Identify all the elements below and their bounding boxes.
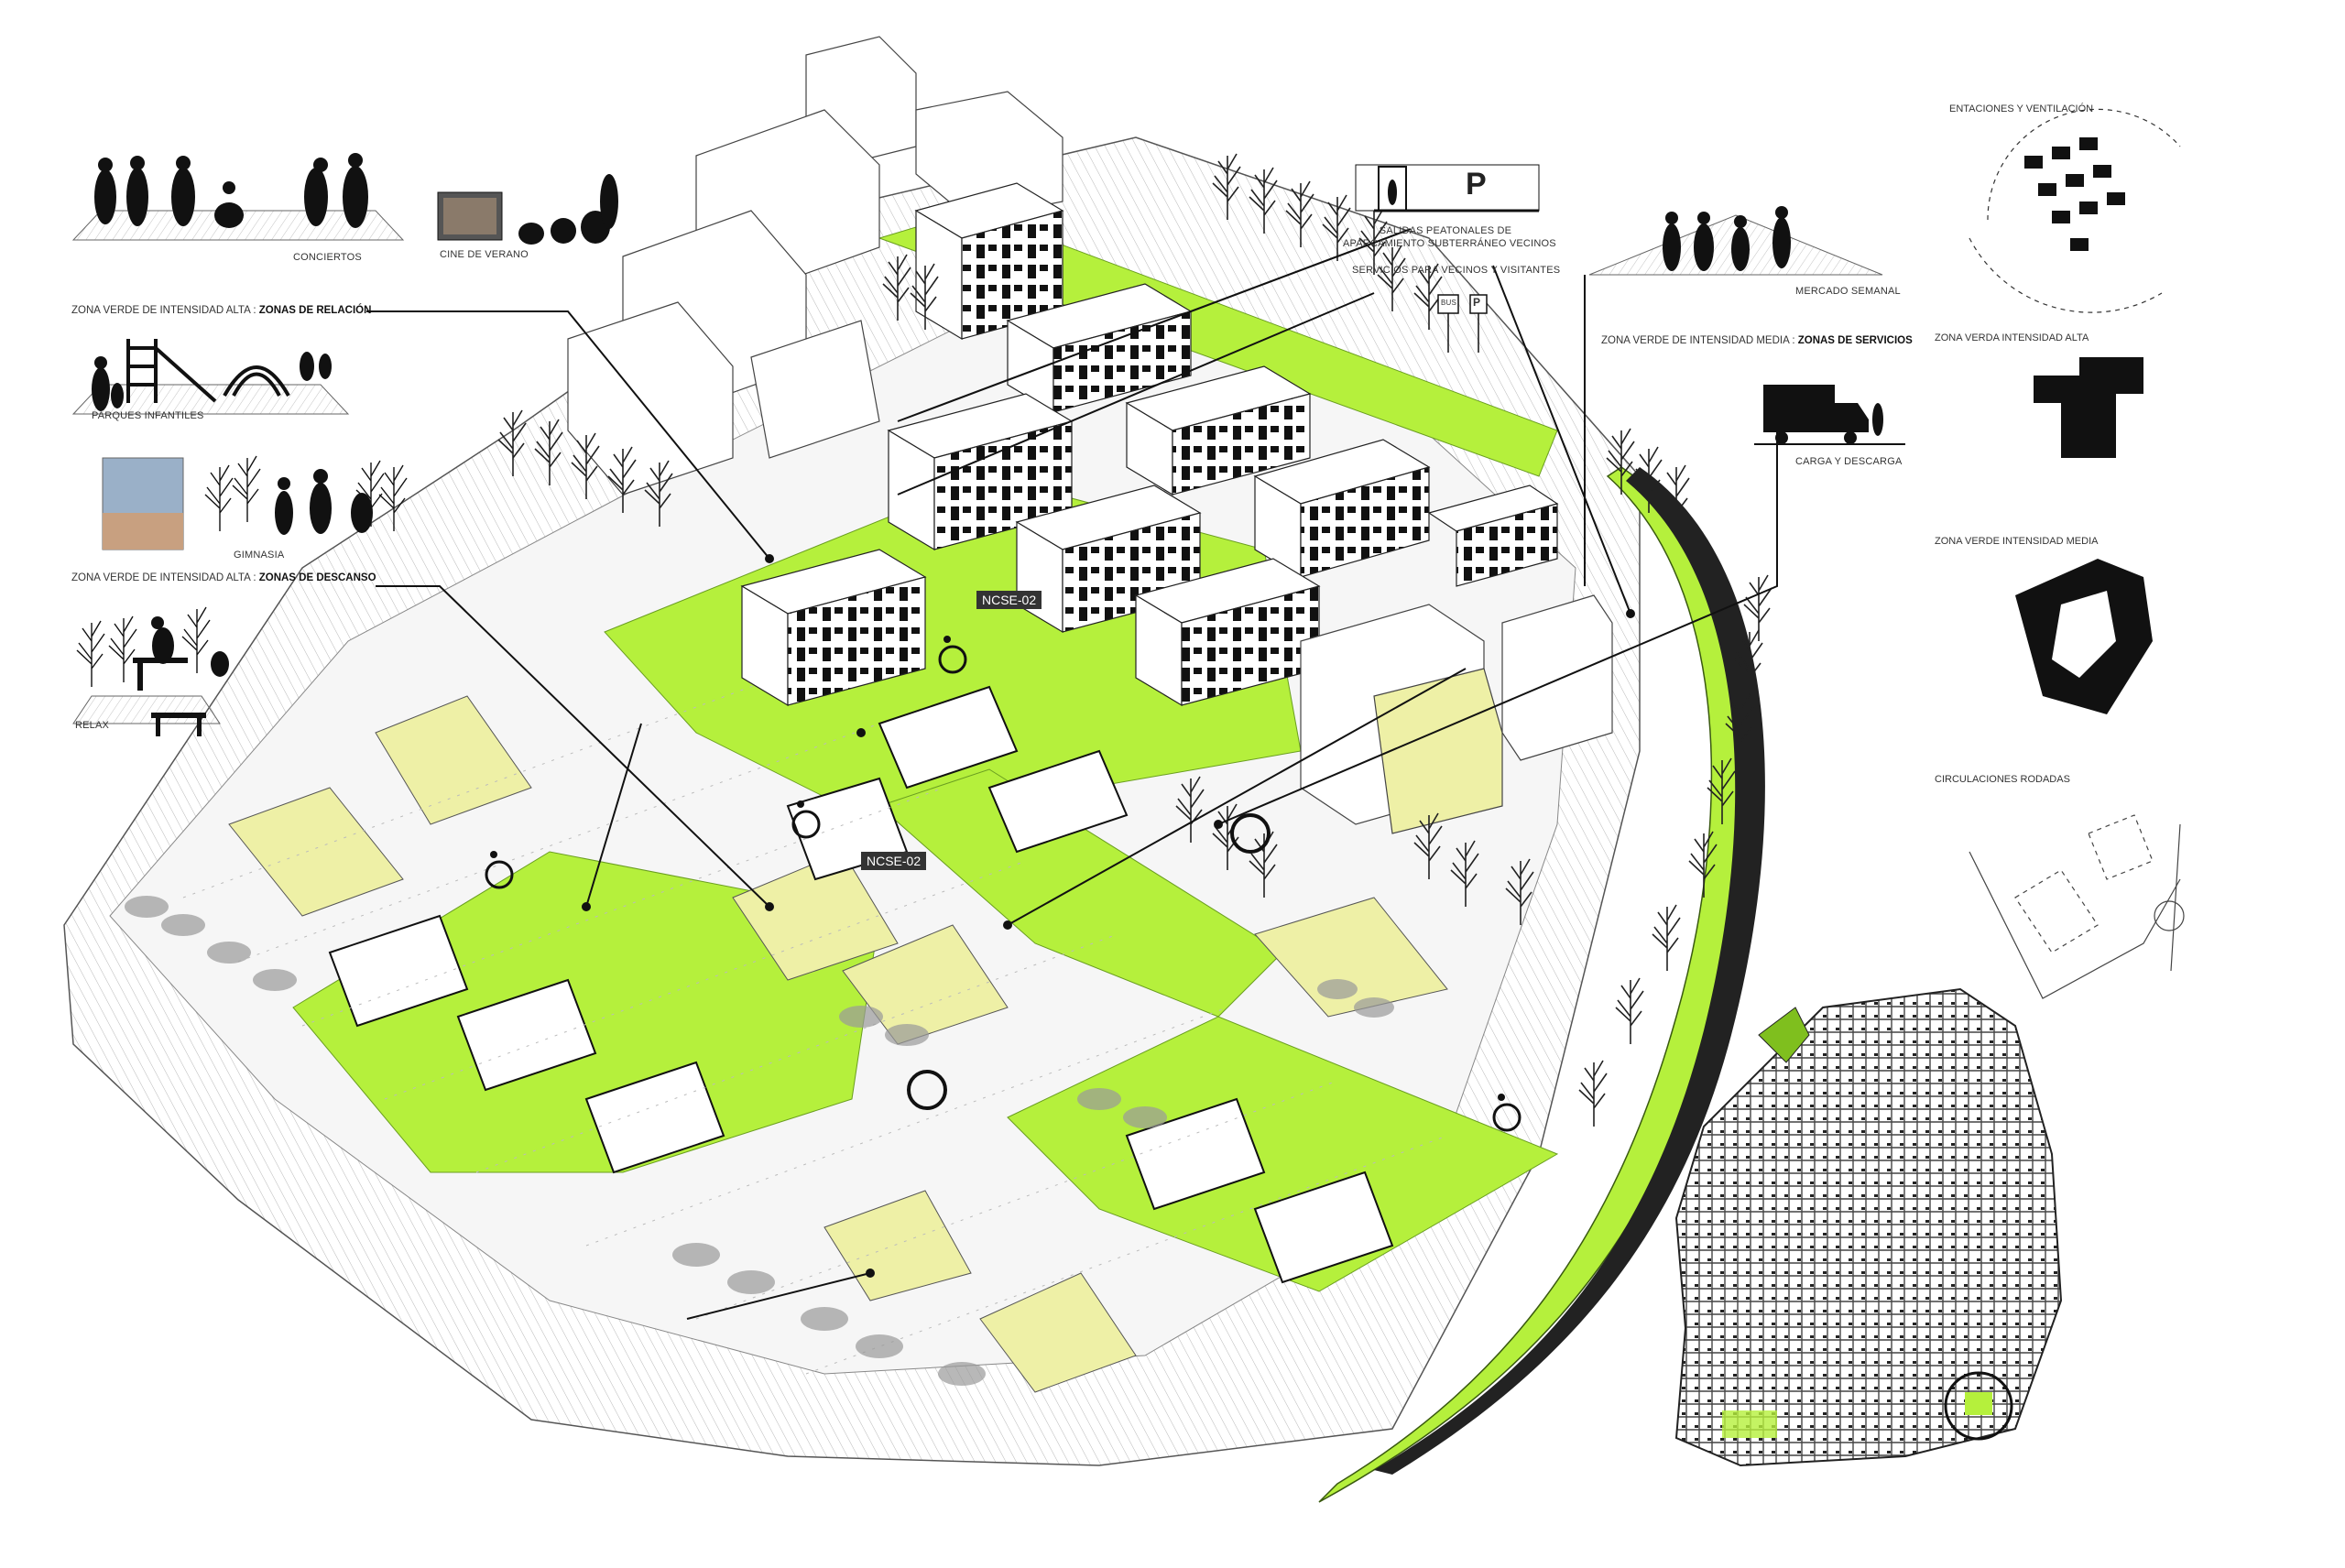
label-high-green-relation: ZONA VERDE DE INTENSIDAD ALTA : ZONAS DE… [71,305,372,316]
leader-lines [366,228,1778,1320]
label-summer-cinema: CINE DE VERANO [440,249,529,260]
relax-pictogram [72,606,229,736]
label-services: SERVICIOS PARA VECINOS Y VISITANTES [1352,265,1561,276]
label-high-green-rest: ZONA VERDE DE INTENSIDAD ALTA : ZONAS DE… [71,572,376,583]
recycling-icon [907,813,1271,1110]
diagram-title-orientation: ENTACIONES Y VENTILACIÓN [1949,103,2094,114]
playground-pictogram [71,339,350,415]
block-8 [1134,558,1321,707]
diagram-high-green [2034,357,2143,458]
diagram-orientation [1969,108,2181,313]
diagram-title-road-circulation: CIRCULACIONES RODADAS [1935,774,2070,785]
green-ramp-strip [1318,466,1765,1503]
label-loading: CARGA Y DESCARGA [1795,456,1903,467]
block-6 [1253,439,1431,579]
label-concerts: CONCIERTOS [293,252,362,263]
label-medium-green-services: ZONA VERDE DE INTENSIDAD MEDIA : ZONAS D… [1601,335,1913,346]
city-location-map [1674,987,2063,1467]
service-buildings [1300,594,1613,834]
bus-sign-label: BUS [1441,299,1457,307]
block-1 [914,182,1064,341]
residential-blocks [740,182,1559,707]
parking-exit-pictogram [1355,164,1540,212]
diagram-title-medium-green: ZONA VERDE INTENSIDAD MEDIA [1935,536,2099,547]
ground-floor-plans [328,685,1394,1284]
diagram-medium-green [2015,559,2153,714]
label-playgrounds: PARQUES INFANTILES [92,410,204,421]
label-gym: GIMNASIA [234,550,285,561]
label-parking-line1: SALIDAS PEATONALES DE [1379,225,1512,236]
diagram-title-high-green: ZONA VERDA INTENSIDAD ALTA [1935,332,2089,343]
parking-letter: P [1466,167,1487,201]
truck-pictogram [1754,385,1905,445]
diagram-road-circulation [1969,814,2185,999]
block-2 [1006,283,1193,414]
gym-pictogram [102,455,408,550]
concerts-pictogram [71,153,405,241]
label-relax: RELAX [75,720,110,731]
block-9 [1427,485,1559,587]
block-7 [740,549,927,707]
bus-stop-pictogram [1437,294,1488,353]
wheelchair-icon [485,636,1522,1132]
shrubs [125,896,1394,1386]
label-market: MERCADO SEMANAL [1795,286,1901,297]
block-3 [1125,365,1312,496]
context-buildings [567,36,1063,495]
tag-ncse-02-upper: NCSE-02 [976,591,1042,609]
market-pictogram [1588,206,1883,276]
summer-cinema-pictogram [437,174,618,245]
label-parking-line2: APARCAMIENTO SUBTERRÁNEO VECINOS [1343,238,1556,249]
yellow-footprints [228,695,1448,1393]
tag-ncse-02-lower: NCSE-02 [861,852,927,870]
parking-sign-label: P [1473,296,1481,309]
